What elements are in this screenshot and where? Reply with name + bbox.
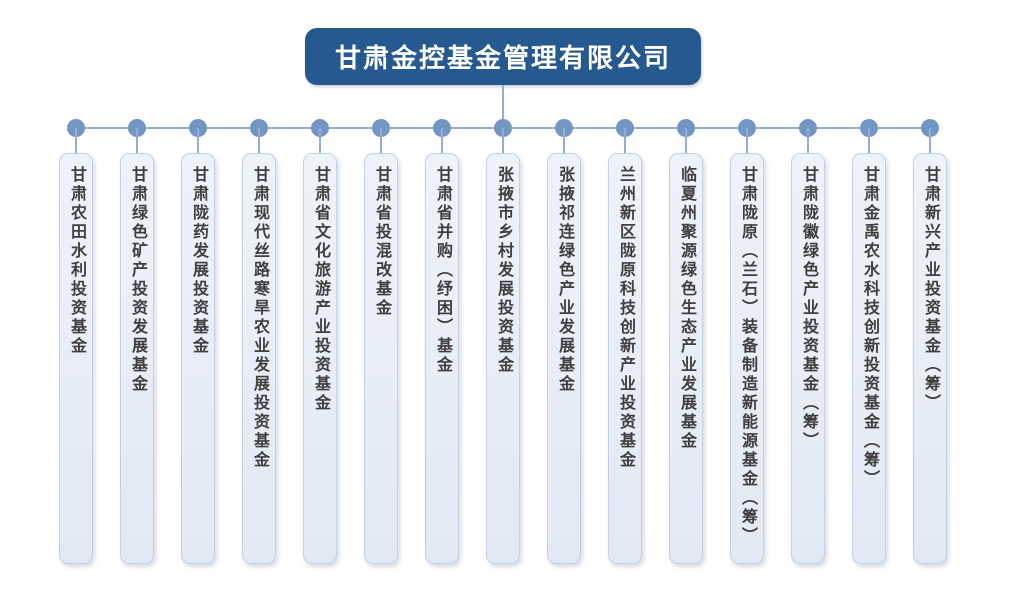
fund-node-label: 张掖祁连绿色产业发展基金 [556,166,573,394]
fund-node: 甘肃农田水利投资基金 [59,153,93,564]
root-node-label: 甘肃金控基金管理有限公司 [334,43,671,73]
fund-node: 兰州新区陇原科技创新产业投资基金 [608,153,642,564]
connector-branch-stem [380,128,382,154]
fund-node: 甘肃新兴产业投资基金（筹） [913,153,947,564]
fund-node-label: 兰州新区陇原科技创新产业投资基金 [617,166,634,470]
fund-node-label: 甘肃农田水利投资基金 [68,166,85,356]
fund-node-label: 甘肃陇徽绿色产业投资基金（筹） [800,166,817,451]
fund-node-label: 甘肃省文化旅游产业投资基金 [312,166,329,413]
fund-node: 甘肃绿色矿产投资发展基金 [120,153,154,564]
fund-node: 甘肃陇徽绿色产业投资基金（筹） [791,153,825,564]
connector-branch-stem [197,128,199,154]
fund-node-label: 甘肃绿色矿产投资发展基金 [129,166,146,394]
fund-node: 甘肃金禹农水科技创新投资基金（筹） [852,153,886,564]
connector-branch-stem [685,128,687,154]
connector-branch-stem [624,128,626,154]
fund-node: 甘肃省投混改基金 [364,153,398,564]
fund-node-label: 甘肃新兴产业投资基金（筹） [922,166,939,413]
fund-node-label: 甘肃现代丝路寒旱农业发展投资基金 [251,166,268,470]
fund-node-label: 临夏州聚源绿色生态产业发展基金 [678,166,695,451]
connector-branch-stem [868,128,870,154]
fund-node-label: 甘肃陇药发展投资基金 [190,166,207,356]
connector-branch-stem [807,128,809,154]
connector-branch-stem [258,128,260,154]
connector-branch-stem [136,128,138,154]
fund-node: 甘肃现代丝路寒旱农业发展投资基金 [242,153,276,564]
fund-node-label: 甘肃陇原（兰石）装备制造新能源基金（筹） [739,166,756,546]
connector-branch-stem [929,128,931,154]
root-connector-stem [502,85,504,128]
fund-node: 甘肃陇药发展投资基金 [181,153,215,564]
connector-branch-stem [502,128,504,154]
fund-node-label: 甘肃金禹农水科技创新投资基金（筹） [861,166,878,489]
connector-branch-stem [746,128,748,154]
fund-node: 甘肃陇原（兰石）装备制造新能源基金（筹） [730,153,764,564]
fund-node: 张掖市乡村发展投资基金 [486,153,520,564]
fund-node: 甘肃省文化旅游产业投资基金 [303,153,337,564]
fund-node: 临夏州聚源绿色生态产业发展基金 [669,153,703,564]
connector-branch-stem [75,128,77,154]
connector-branch-stem [563,128,565,154]
fund-node-label: 甘肃省并购（纾困）基金 [434,166,451,375]
root-node: 甘肃金控基金管理有限公司 [305,28,701,85]
fund-node: 甘肃省并购（纾困）基金 [425,153,459,564]
connector-branch-stem [319,128,321,154]
fund-node-label: 甘肃省投混改基金 [373,166,390,318]
fund-node-label: 张掖市乡村发展投资基金 [495,166,512,375]
connector-branch-stem [441,128,443,154]
fund-node: 张掖祁连绿色产业发展基金 [547,153,581,564]
